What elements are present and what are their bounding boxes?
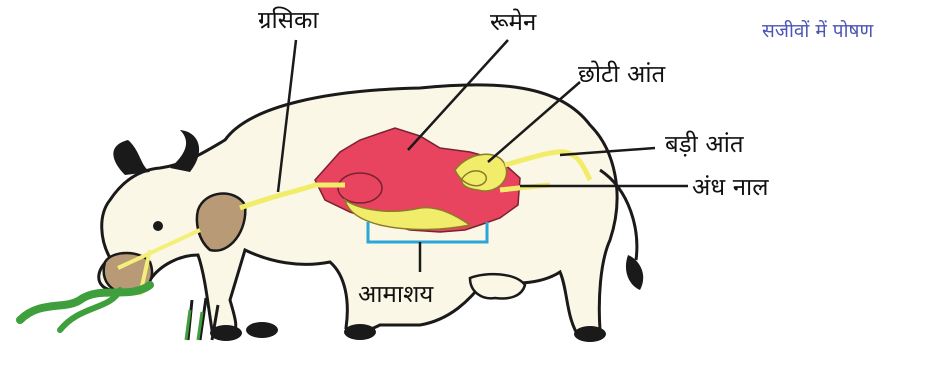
label-small-intestine: छोटी आंत: [578, 62, 665, 86]
label-caecum: अंध नाल: [692, 175, 769, 199]
label-stomach: आमाशय: [358, 282, 433, 306]
hoof-back-left: [344, 324, 376, 340]
hoof-back-right: [574, 326, 606, 342]
grass-patch: [20, 285, 218, 340]
hoof-front-right: [246, 322, 278, 338]
label-rumen: रूमेन: [490, 10, 536, 34]
tail-tuft: [626, 255, 643, 290]
label-esophagus: ग्रसिका: [258, 8, 319, 32]
chapter-header: सजीवों में पोषण: [762, 22, 873, 41]
left-horn: [113, 140, 150, 175]
label-large-intestine: बड़ी आंत: [665, 132, 744, 156]
reticulum-shape: [338, 173, 382, 203]
cow-udder: [470, 274, 525, 298]
cow-eye: [153, 221, 163, 231]
